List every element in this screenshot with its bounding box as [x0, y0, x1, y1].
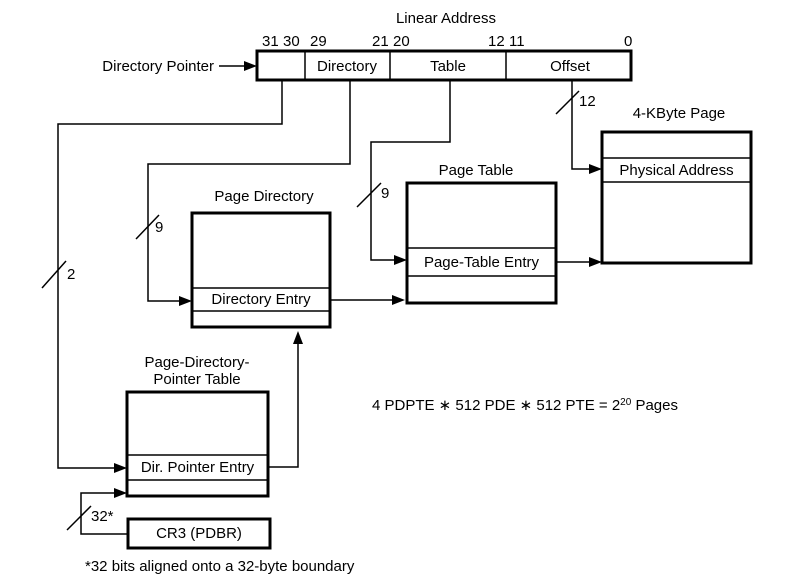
bit-label-31: 31	[262, 33, 279, 50]
directory-entry-row: Directory Entry	[211, 291, 311, 308]
pdp-table-box	[125, 390, 270, 498]
arrowhead-icon	[179, 296, 192, 306]
bus-width-12: 12	[579, 93, 596, 110]
cr3-label: CR3 (PDBR)	[156, 525, 242, 542]
bus-width-9-table: 9	[381, 185, 390, 202]
arrowhead-icon	[293, 331, 303, 344]
bit-label-0: 0	[624, 33, 633, 50]
box-dividers	[127, 51, 751, 481]
arrowhead-icon	[589, 164, 602, 174]
page-4k-box	[600, 130, 753, 265]
page-table-title: Page Table	[438, 162, 514, 179]
bus-width-32: 32*	[91, 508, 114, 525]
bus-width-slashes	[41, 90, 580, 531]
bit-label-20: 20	[393, 33, 410, 50]
bit-label-29: 29	[310, 33, 327, 50]
formula-exponent: 20	[620, 397, 632, 408]
bit-label-12: 12	[488, 33, 505, 50]
connector-directory-pointer	[57, 80, 283, 469]
arrowhead-icon	[114, 463, 127, 473]
dir-pointer-entry-row: Dir. Pointer Entry	[140, 459, 255, 476]
bus-width-2: 2	[67, 266, 76, 283]
field-offset: Offset	[550, 58, 590, 75]
arrowhead-icon	[589, 257, 602, 267]
page-directory-title: Page Directory	[214, 188, 314, 205]
page-table-entry-row: Page-Table Entry	[423, 253, 540, 271]
arrowhead-icon	[244, 61, 257, 71]
arrowhead-icon	[392, 295, 405, 305]
page-count-formula: 4 PDPTE ∗ 512 PDE ∗ 512 PTE = 220 Pages	[372, 396, 678, 414]
bit-label-11: 11	[509, 33, 525, 50]
pdp-table-title-line1: Page-Directory-	[144, 354, 250, 371]
footnote: *32 bits aligned onto a 32-byte boundary	[85, 558, 355, 575]
connector-directory	[147, 80, 351, 302]
connector-dir-pointer-entry-out	[267, 336, 299, 468]
pdp-table-title-line2: Pointer Table	[153, 371, 241, 388]
pdp-table-title: Page-Directory- Pointer Table	[144, 354, 249, 388]
arrowhead-icon	[114, 488, 127, 498]
bus-width-9-directory: 9	[155, 219, 164, 236]
page-4k-title: 4-KByte Page	[632, 105, 726, 122]
connector-table	[370, 80, 451, 261]
page-directory-box	[190, 211, 332, 329]
connector-offset	[571, 80, 597, 170]
connector-cr3	[80, 492, 128, 535]
formula-suffix: Pages	[631, 397, 678, 414]
formula-prefix: 4 PDPTE ∗ 512 PDE ∗ 512 PTE = 2	[372, 397, 621, 414]
directory-pointer-label: Directory Pointer	[102, 58, 214, 75]
arrowhead-icon	[394, 255, 407, 265]
bit-label-21: 21	[372, 33, 389, 50]
linear-address-title: Linear Address	[395, 10, 497, 27]
physical-address-row: Physical Address	[619, 161, 734, 179]
linear-address-box	[255, 49, 633, 82]
field-directory: Directory	[316, 58, 378, 75]
bit-label-30: 30	[283, 33, 300, 50]
page-table-box	[405, 181, 558, 305]
field-table: Table	[430, 58, 466, 75]
arrowhead-icons	[114, 61, 602, 498]
